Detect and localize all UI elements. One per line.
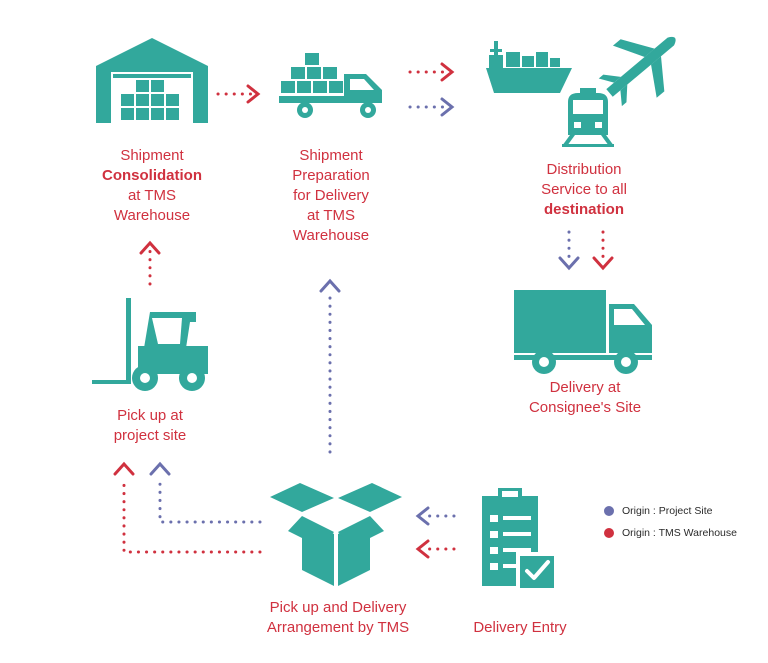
- forklift-icon: [92, 298, 208, 391]
- arrow-distribution-to-consignee-blue: [558, 230, 580, 271]
- label-arrangement-line1: Pick up and Delivery: [269, 599, 407, 616]
- train-icon: [562, 88, 614, 147]
- label-entry-line1: Delivery Entry: [473, 619, 567, 636]
- checklist-icon: [482, 488, 558, 592]
- label-consolidation-line2: Consolidation: [102, 167, 202, 184]
- label-preparation-line4: at TMS: [306, 207, 356, 224]
- warehouse-icon: [96, 38, 208, 123]
- arrow-preparation-to-distribution-blue: [408, 97, 455, 117]
- legend-dot-tms-warehouse: [604, 528, 614, 538]
- arrow-distribution-to-consignee-red: [592, 230, 614, 271]
- arrow-consolidation-to-preparation: [216, 84, 261, 104]
- label-distribution-line3: destination: [543, 201, 624, 218]
- legend-item-project-site: Origin : Project Site: [604, 500, 737, 522]
- label-consignee: Delivery at Consignee's Site: [505, 378, 665, 418]
- label-arrangement: Pick up and Delivery Arrangement by TMS: [240, 598, 436, 638]
- legend-label-project-site: Origin : Project Site: [622, 505, 713, 517]
- label-pickup-project: Pick up at project site: [90, 406, 210, 446]
- label-consignee-line2: Consignee's Site: [528, 399, 642, 416]
- label-arrangement-line2: Arrangement by TMS: [266, 619, 410, 636]
- arrow-entry-to-arrangement-blue: [415, 506, 456, 526]
- arrow-preparation-to-distribution-red: [408, 62, 455, 82]
- label-preparation-line1: Shipment: [299, 147, 363, 164]
- arrow-arrangement-to-pickup-blue: [149, 461, 262, 524]
- label-preparation-line2: Preparation: [292, 167, 370, 184]
- label-entry: Delivery Entry: [455, 618, 585, 638]
- label-preparation-line3: for Delivery: [293, 187, 369, 204]
- label-consolidation: Shipment Consolidation at TMS Warehouse: [82, 146, 222, 226]
- label-consolidation-line3: at TMS: [127, 187, 177, 204]
- label-preparation-line5: Warehouse: [292, 227, 370, 244]
- label-consolidation-line1: Shipment: [120, 147, 184, 164]
- label-distribution: Distribution Service to all destination: [514, 160, 654, 220]
- legend-item-tms-warehouse: Origin : TMS Warehouse: [604, 522, 737, 544]
- label-consignee-line1: Delivery at: [549, 379, 621, 396]
- label-distribution-line2: Service to all: [541, 181, 627, 198]
- open-box-icon: [270, 483, 402, 586]
- label-preparation: Shipment Preparation for Delivery at TMS…: [261, 146, 401, 246]
- legend-dot-project-site: [604, 506, 614, 516]
- legend: Origin : Project Site Origin : TMS Wareh…: [604, 500, 737, 544]
- truck-icon: [514, 290, 652, 374]
- delivery-truck-icon: [279, 53, 382, 118]
- arrow-arrangement-to-preparation: [319, 278, 341, 454]
- legend-label-tms-warehouse: Origin : TMS Warehouse: [622, 527, 737, 539]
- label-pickup-project-line2: project site: [113, 427, 187, 444]
- arrow-arrangement-to-pickup-red: [113, 461, 262, 554]
- arrow-pickup-to-consolidation: [139, 240, 161, 286]
- airplane-icon: [598, 36, 676, 107]
- arrow-entry-to-arrangement-red: [415, 539, 456, 559]
- cargo-ship-icon: [486, 41, 572, 93]
- label-distribution-line1: Distribution: [546, 161, 622, 178]
- label-consolidation-line4: Warehouse: [113, 207, 191, 224]
- label-pickup-project-line1: Pick up at: [117, 407, 183, 424]
